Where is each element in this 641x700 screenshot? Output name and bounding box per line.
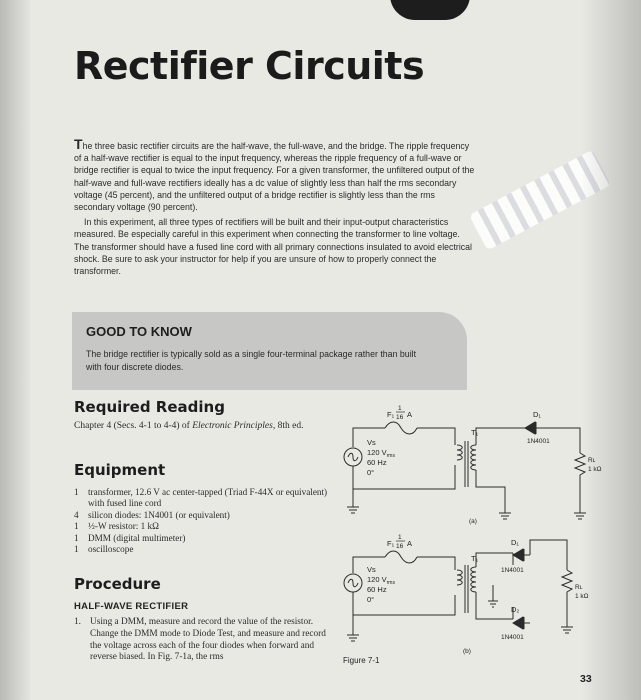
callout-text: The bridge rectifier is typically sold a…: [86, 349, 417, 372]
subfigure-label-a: (a): [469, 518, 477, 525]
transformer-label-b: T₁: [471, 554, 479, 563]
transformer-label-a: T₁: [471, 428, 479, 437]
load-resistor-b: [560, 569, 574, 627]
svg-text:A: A: [407, 410, 412, 419]
diode-label-a: D₁: [533, 410, 541, 419]
figure-caption: Figure 7-1: [343, 656, 380, 665]
half-wave-subheading: HALF-WAVE RECTIFIER: [74, 601, 189, 612]
svg-text:1: 1: [398, 405, 402, 412]
diode-d2-b: [512, 616, 524, 630]
source-name-a: Vs: [367, 438, 376, 447]
resistor-value-a: 1 kΩ: [588, 466, 602, 473]
page-corner-shadow: [390, 0, 470, 20]
resistor-label-b: Rʟ: [575, 584, 583, 591]
wire: [352, 427, 385, 447]
diode-d1-b: [512, 548, 524, 562]
fuse-symbol-a: [384, 421, 418, 435]
source-freq-a: 60 Hz: [367, 458, 387, 467]
required-reading-heading: Required Reading: [74, 398, 225, 416]
source-phase-a: 0°: [367, 468, 374, 477]
source-name-b: Vs: [367, 565, 376, 574]
page-edge-shadow: [581, 0, 641, 700]
equipment-heading: Equipment: [74, 461, 166, 479]
intro-paragraph-2: In this experiment, all three types of r…: [74, 217, 473, 277]
figure-7-1: F₁ 1 16 A Vs 120 Vrms 60 Hz 0° T₁ D₁ 1N4…: [343, 405, 602, 665]
svg-text:1: 1: [398, 534, 402, 541]
fuse-label-b: F₁: [387, 539, 395, 548]
resistor-value-b: 1 kΩ: [575, 593, 589, 600]
svg-text:16: 16: [396, 543, 404, 550]
source-voltage-b: 120 Vrms: [367, 575, 395, 586]
good-to-know-callout: GOOD TO KNOW The bridge rectifier is typ…: [72, 312, 467, 390]
diode-d1-a: [524, 421, 536, 435]
diode-d2-label-b: D₂: [511, 605, 519, 614]
resistor-label-a: Rʟ: [588, 457, 596, 464]
diode-d1-label-b: D₁: [511, 538, 519, 547]
fuse-label-a: F₁: [387, 410, 395, 419]
intro-paragraph-1: The three basic rectifier circuits are t…: [74, 136, 475, 213]
page-number: 33: [580, 673, 592, 685]
source-freq-b: 60 Hz: [367, 585, 387, 594]
diode-part-a: 1N4001: [527, 438, 550, 445]
diode-d2-part-b: 1N4001: [501, 634, 524, 641]
diode-d1-part-b: 1N4001: [501, 567, 524, 574]
required-reading-text: Chapter 4 (Secs. 4-1 to 4-4) of Electron…: [74, 421, 304, 431]
intro-text: The three basic rectifier circuits are t…: [74, 136, 476, 280]
callout-heading: GOOD TO KNOW: [86, 324, 192, 339]
load-resistor-a: [573, 452, 587, 513]
ground-symbol: [347, 506, 359, 514]
procedure-step-1: 1. Using a DMM, measure and record the v…: [74, 617, 326, 663]
drop-cap: T: [74, 136, 83, 152]
svg-text:A: A: [407, 539, 412, 548]
source-voltage-a: 120 Vrms: [367, 448, 395, 459]
transformer-primary-a: [456, 444, 463, 461]
procedure-heading: Procedure: [74, 575, 161, 593]
page-title: Rectifier Circuits: [74, 44, 425, 88]
svg-text:16: 16: [396, 414, 404, 421]
source-phase-b: 0°: [367, 595, 374, 604]
fuse-symbol-b: [384, 550, 418, 564]
subfigure-label-b: (b): [463, 648, 471, 655]
